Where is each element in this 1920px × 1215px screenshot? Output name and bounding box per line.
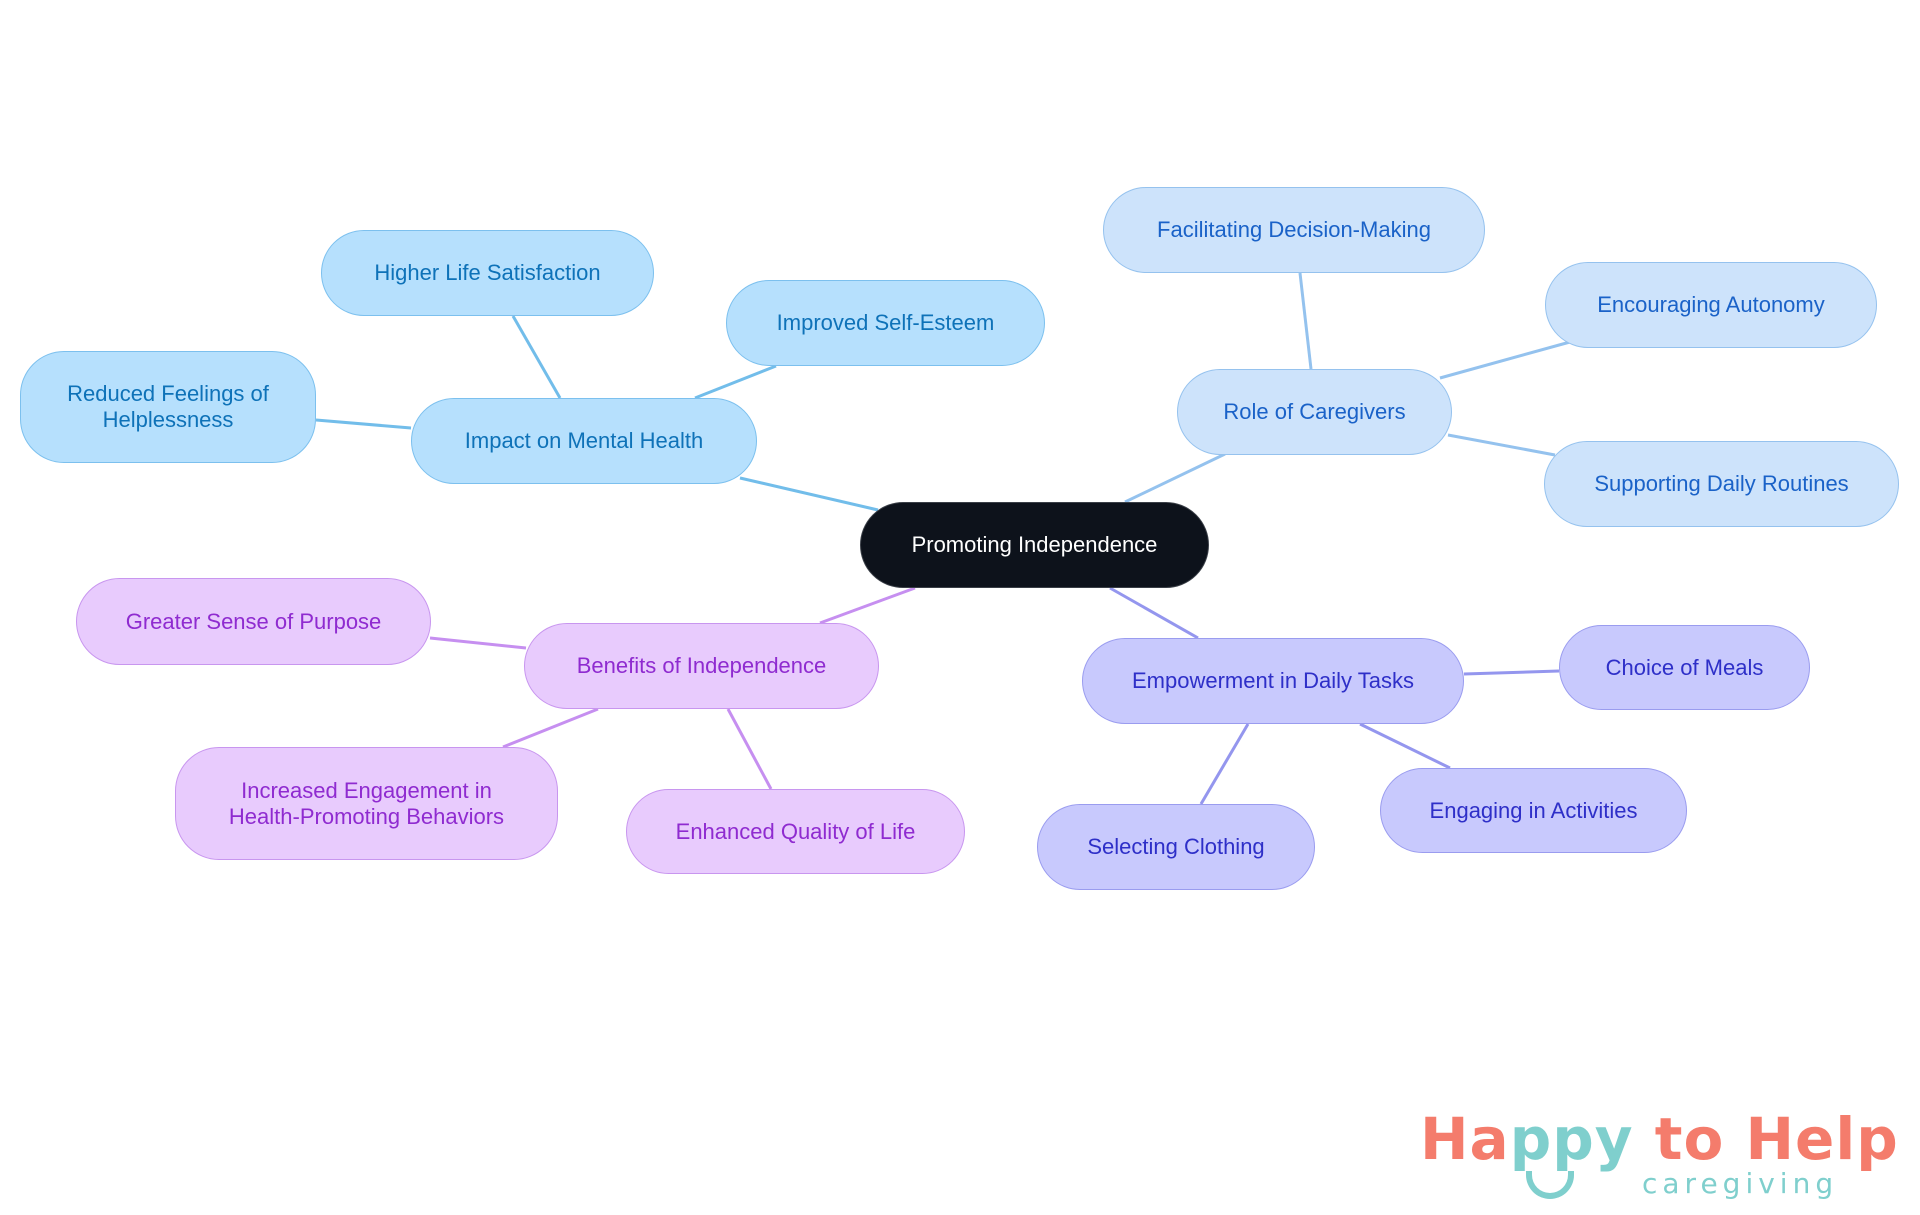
- branch-node-empowerment-in-daily-tasks[interactable]: Empowerment in Daily Tasks: [1082, 638, 1464, 724]
- branch-node-benefits-of-independence[interactable]: Benefits of Independence: [524, 623, 879, 709]
- leaf-node-improved-self-esteem[interactable]: Improved Self-Esteem: [726, 280, 1045, 366]
- leaf-node-choice-of-meals[interactable]: Choice of Meals: [1559, 625, 1810, 710]
- leaf-node-facilitating-decision-making[interactable]: Facilitating Decision-Making: [1103, 187, 1485, 273]
- leaf-node-enhanced-quality-of-life[interactable]: Enhanced Quality of Life: [626, 789, 965, 874]
- leaf-node-greater-sense-of-purpose[interactable]: Greater Sense of Purpose: [76, 578, 431, 665]
- logo-title-part1: Ha: [1420, 1105, 1510, 1173]
- leaf-node-selecting-clothing[interactable]: Selecting Clothing: [1037, 804, 1315, 890]
- root-node-promoting-independence[interactable]: Promoting Independence: [860, 502, 1209, 588]
- smile-icon: [1526, 1171, 1574, 1199]
- branch-node-impact-on-mental-health[interactable]: Impact on Mental Health: [411, 398, 757, 484]
- leaf-node-reduced-feelings-of-helplessness[interactable]: Reduced Feelings of Helplessness: [20, 351, 316, 463]
- logo-title-part2: ppy: [1509, 1105, 1634, 1173]
- logo-subtitle: caregiving: [1642, 1167, 1839, 1200]
- leaf-node-increased-engagement[interactable]: Increased Engagement in Health-Promoting…: [175, 747, 558, 860]
- leaf-node-higher-life-satisfaction[interactable]: Higher Life Satisfaction: [321, 230, 654, 316]
- branch-node-role-of-caregivers[interactable]: Role of Caregivers: [1177, 369, 1452, 455]
- leaf-node-supporting-daily-routines[interactable]: Supporting Daily Routines: [1544, 441, 1899, 527]
- leaf-node-engaging-in-activities[interactable]: Engaging in Activities: [1380, 768, 1687, 853]
- logo-title-part3: to Help: [1633, 1105, 1899, 1173]
- leaf-node-encouraging-autonomy[interactable]: Encouraging Autonomy: [1545, 262, 1877, 348]
- logo-title: Happy to Help: [1420, 1105, 1899, 1173]
- happy-to-help-logo: Happy to Help caregiving: [1420, 1105, 1898, 1205]
